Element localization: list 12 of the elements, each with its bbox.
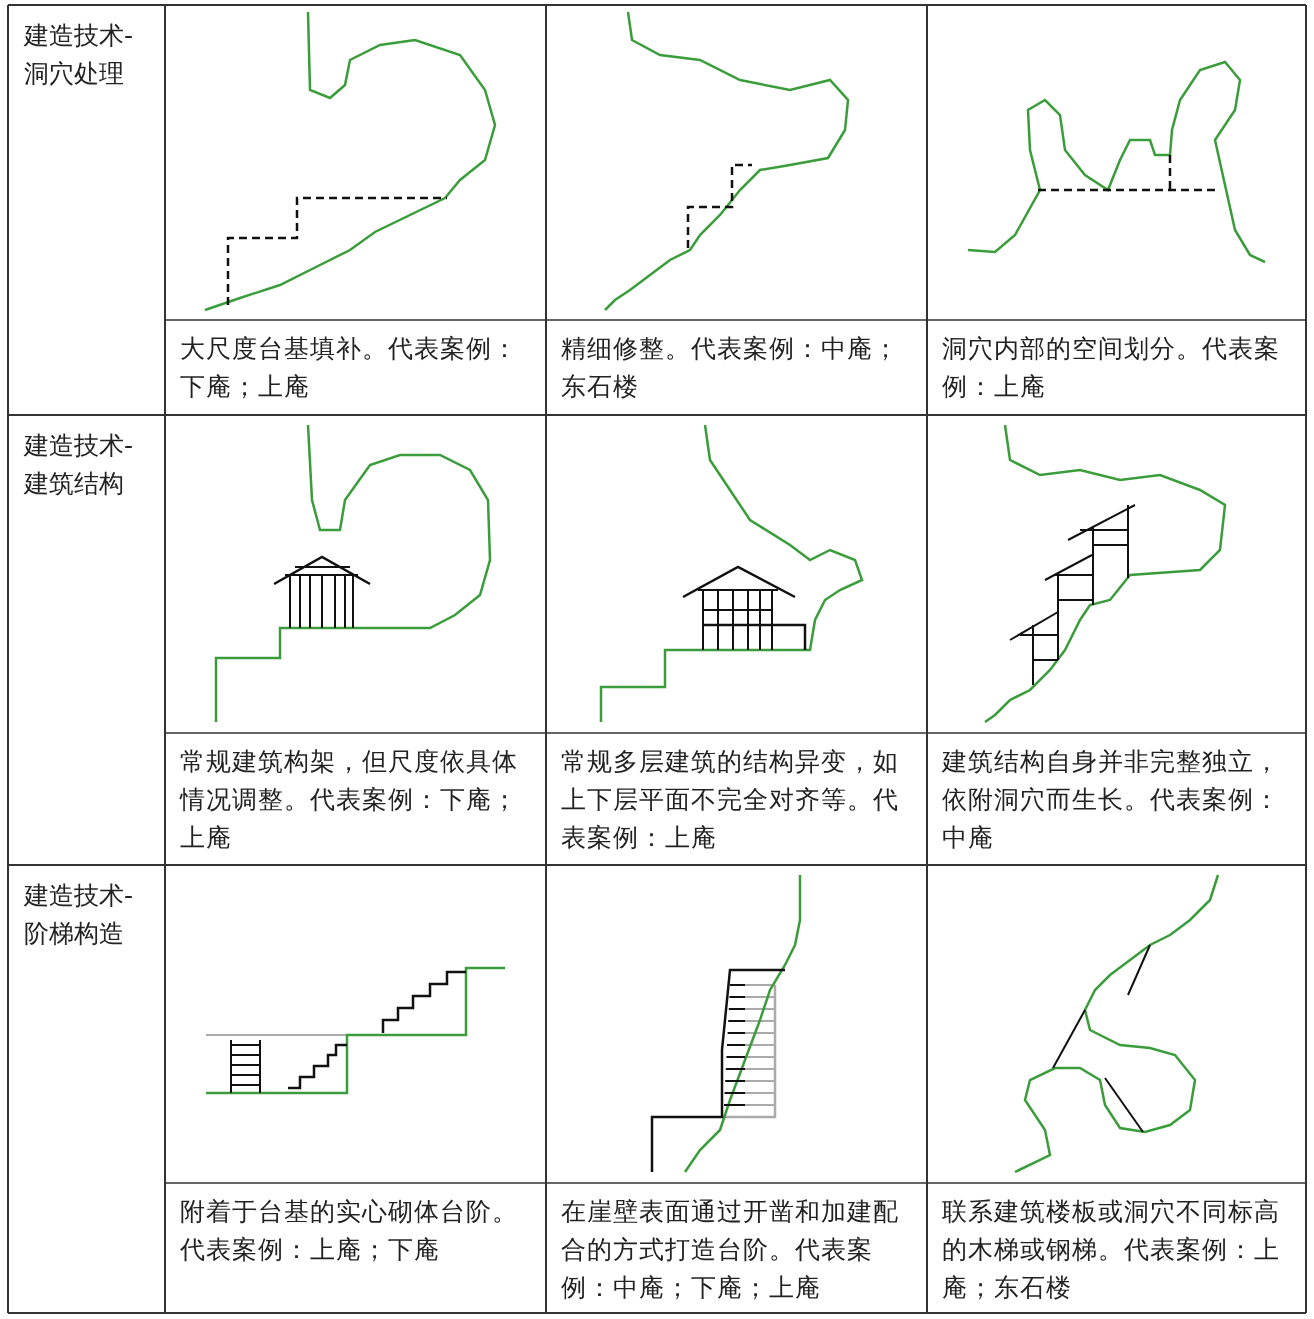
description-text: 洞穴内部的空间划分。代表案例：上庵 (942, 333, 1281, 403)
row-header: 建造技术-阶梯构造 (24, 880, 135, 950)
description-text: 附着于台基的实心砌体台阶。代表案例：上庵；下庵 (180, 1196, 519, 1266)
row-header: 建造技术-建筑结构 (24, 430, 135, 500)
row-header: 建造技术-洞穴处理 (24, 20, 135, 90)
description-text: 在崖壁表面通过开凿和加建配合的方式打造台阶。代表案例：中庵；下庵；上庵 (561, 1196, 900, 1304)
description-text: 常规多层建筑的结构异变，如上下层平面不完全对齐等。代表案例：上庵 (561, 746, 900, 854)
description-text: 精细修整。代表案例：中庵；东石楼 (561, 333, 900, 403)
description-text: 联系建筑楼板或洞穴不同标高的木梯或钢梯。代表案例：上庵；东石楼 (942, 1196, 1281, 1304)
description-text: 建筑结构自身并非完整独立，依附洞穴而生长。代表案例：中庵 (942, 746, 1281, 854)
description-text: 常规建筑构架，但尺度依具体情况调整。代表案例：下庵；上庵 (180, 746, 519, 854)
description-text: 大尺度台基填补。代表案例：下庵；上庵 (180, 333, 519, 403)
